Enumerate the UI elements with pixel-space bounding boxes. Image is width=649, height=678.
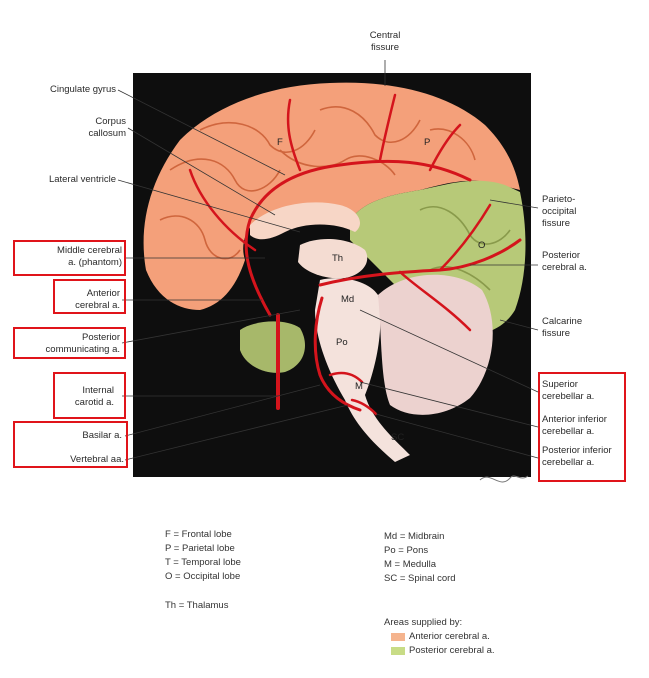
label-vertebral: Vertebral aa. [70, 454, 124, 465]
occipital-letter: O [478, 240, 486, 251]
label-posterior-communicating: Posterior communicating a. [45, 332, 120, 355]
leader-lines [117, 60, 539, 461]
midbrain-letter: Md [341, 294, 355, 305]
medulla-letter: M [355, 381, 363, 392]
spinal-cord-letter: SC [391, 432, 405, 443]
label-corpus-callosum: Corpus callosum [88, 116, 127, 139]
legend-medulla: M = Medulla [384, 559, 437, 570]
legend-temporal: T = Temporal lobe [165, 557, 241, 568]
legend-occipital: O = Occipital lobe [165, 571, 241, 582]
label-parieto-occipital: Parieto- occipital fissure [542, 194, 577, 229]
legend-areas-title: Areas supplied by: [384, 617, 463, 628]
arteries [188, 93, 522, 416]
label-posterior-cerebral: Posterior cerebral a. [542, 250, 587, 273]
corpus-callosum-shape [250, 202, 360, 240]
artist-signature [479, 475, 529, 483]
temporal-area [240, 321, 305, 373]
label-central-fissure: Central fissure [369, 30, 401, 53]
highlight-box-anterior-cerebral [53, 279, 126, 314]
label-anterior-inferior-cerebellar: Anterior inferior cerebellar a. [542, 414, 607, 437]
legend-spinal-cord: SC = Spinal cord [384, 573, 456, 584]
thalamus-shape [298, 238, 368, 279]
label-middle-cerebral: Middle cerebral a. (phantom) [57, 245, 122, 268]
thalamus-letter: Th [332, 253, 344, 264]
legend-frontal: F = Frontal lobe [165, 529, 232, 540]
legend-thalamus: Th = Thalamus [165, 600, 229, 611]
label-posterior-inferior-cerebellar: Posterior inferior cerebellar a. [542, 445, 612, 468]
label-internal-carotid: Internal carotid a. [74, 385, 114, 408]
brainstem-shape [315, 278, 410, 462]
highlight-box-posterior-communicating [13, 327, 126, 359]
pons-letter: Po [336, 337, 348, 348]
highlight-box-internal-carotid [53, 372, 126, 419]
highlight-box-middle-cerebral [13, 240, 126, 276]
label-cingulate-gyrus: Cingulate gyrus [49, 84, 116, 95]
legend-area-anterior: Anterior cerebral a. [409, 631, 490, 642]
highlight-box-basilar-vertebral [13, 421, 128, 468]
legend-pons: Po = Pons [384, 545, 429, 556]
swatch-anterior-cerebral [391, 633, 405, 641]
label-superior-cerebellar: Superior cerebellar a. [542, 379, 595, 402]
parietal-letter: P [424, 137, 431, 148]
highlight-box-cerebellar-arteries [538, 372, 626, 482]
label-calcarine: Calcarine fissure [542, 316, 583, 339]
label-anterior-cerebral: Anterior cerebral a. [75, 288, 120, 311]
brain-figure [117, 60, 539, 483]
swatch-posterior-cerebral [391, 647, 405, 655]
frontal-letter: F [277, 137, 283, 148]
label-basilar: Basilar a. [82, 430, 122, 441]
legend-area-posterior: Posterior cerebral a. [409, 645, 495, 656]
legend-midbrain: Md = Midbrain [384, 531, 445, 542]
legend-parietal: P = Parietal lobe [165, 543, 235, 554]
label-lateral-ventricle: Lateral ventricle [48, 174, 116, 185]
